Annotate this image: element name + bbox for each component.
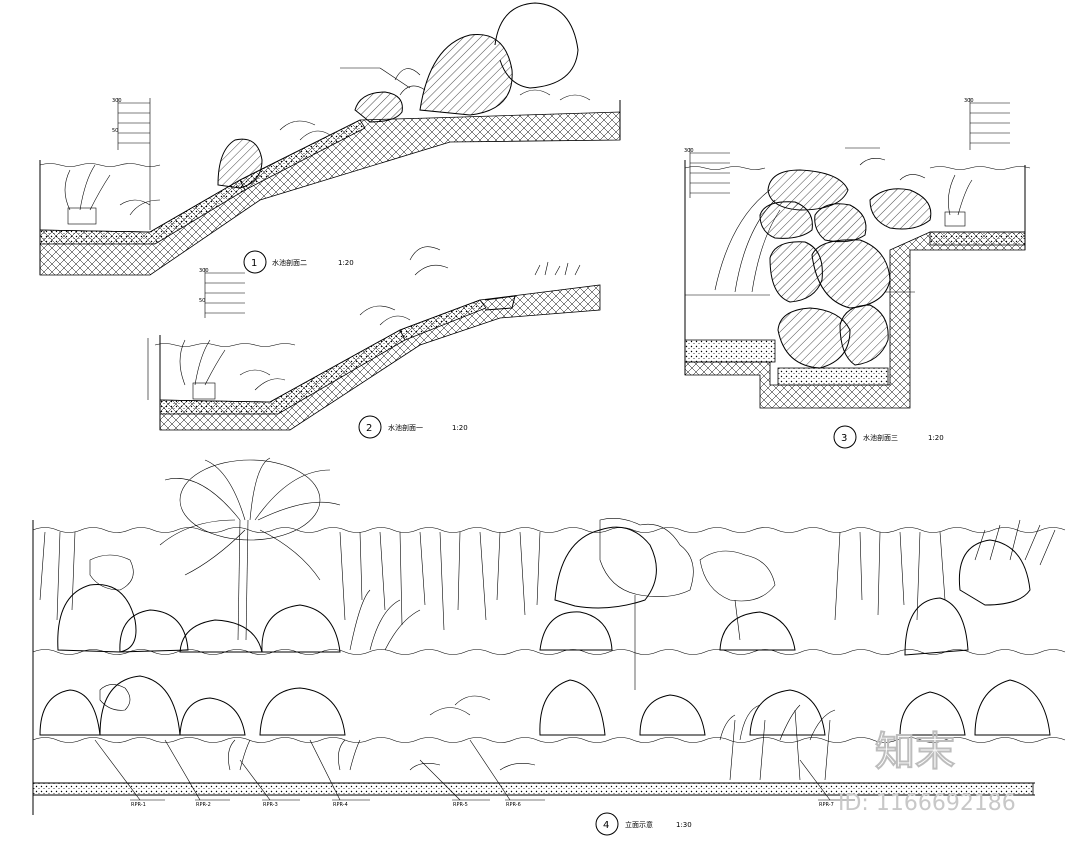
layer-code: 50 xyxy=(112,128,118,134)
elevation-view: RPR-1 RPR-2 RPR-3 RPR-4 RPR-5 RPR-6 RPR-… xyxy=(32,457,1066,836)
section-three: 300 300 3 水池剖面三 1:20 xyxy=(684,98,1031,449)
section-two-scale: 1:20 xyxy=(338,259,354,267)
plant-callout: RPR-3 xyxy=(263,802,278,808)
plant-callout: RPR-4 xyxy=(333,802,348,808)
section-two-number: 1 xyxy=(251,258,257,269)
section-one: 300 50 2 水池剖面一 1:20 xyxy=(147,246,601,439)
layer-code: 50 xyxy=(199,298,205,304)
section-three-number: 3 xyxy=(841,433,847,444)
section-one-number: 2 xyxy=(366,423,372,434)
section-one-title: 水池剖面一 xyxy=(388,423,423,432)
plant-callout: RPR-5 xyxy=(453,802,468,808)
section-three-title: 水池剖面三 xyxy=(863,433,898,442)
plant-callout: RPR-1 xyxy=(131,802,146,808)
elevation-scale: 1:30 xyxy=(676,821,692,829)
plant-callout: RPR-6 xyxy=(506,802,521,808)
section-two: 300 50 1 水池剖面二 1:20 xyxy=(39,2,971,276)
section-two-title: 水池剖面二 xyxy=(272,258,307,267)
section-one-scale: 1:20 xyxy=(452,424,468,432)
elevation-title: 立面示意 xyxy=(625,820,653,829)
layer-code: 300 xyxy=(684,148,694,154)
watermark-id: ID: 1166692186 xyxy=(838,791,1016,816)
layer-code: 300 xyxy=(199,268,209,274)
watermark-logo: 知末 xyxy=(875,729,955,775)
plant-callout: RPR-7 xyxy=(819,802,834,808)
layer-code: 300 xyxy=(112,98,122,104)
layer-code: 300 xyxy=(964,98,974,104)
elevation-number: 4 xyxy=(603,820,609,831)
plant-callout: RPR-2 xyxy=(196,802,211,808)
section-three-scale: 1:20 xyxy=(928,434,944,442)
